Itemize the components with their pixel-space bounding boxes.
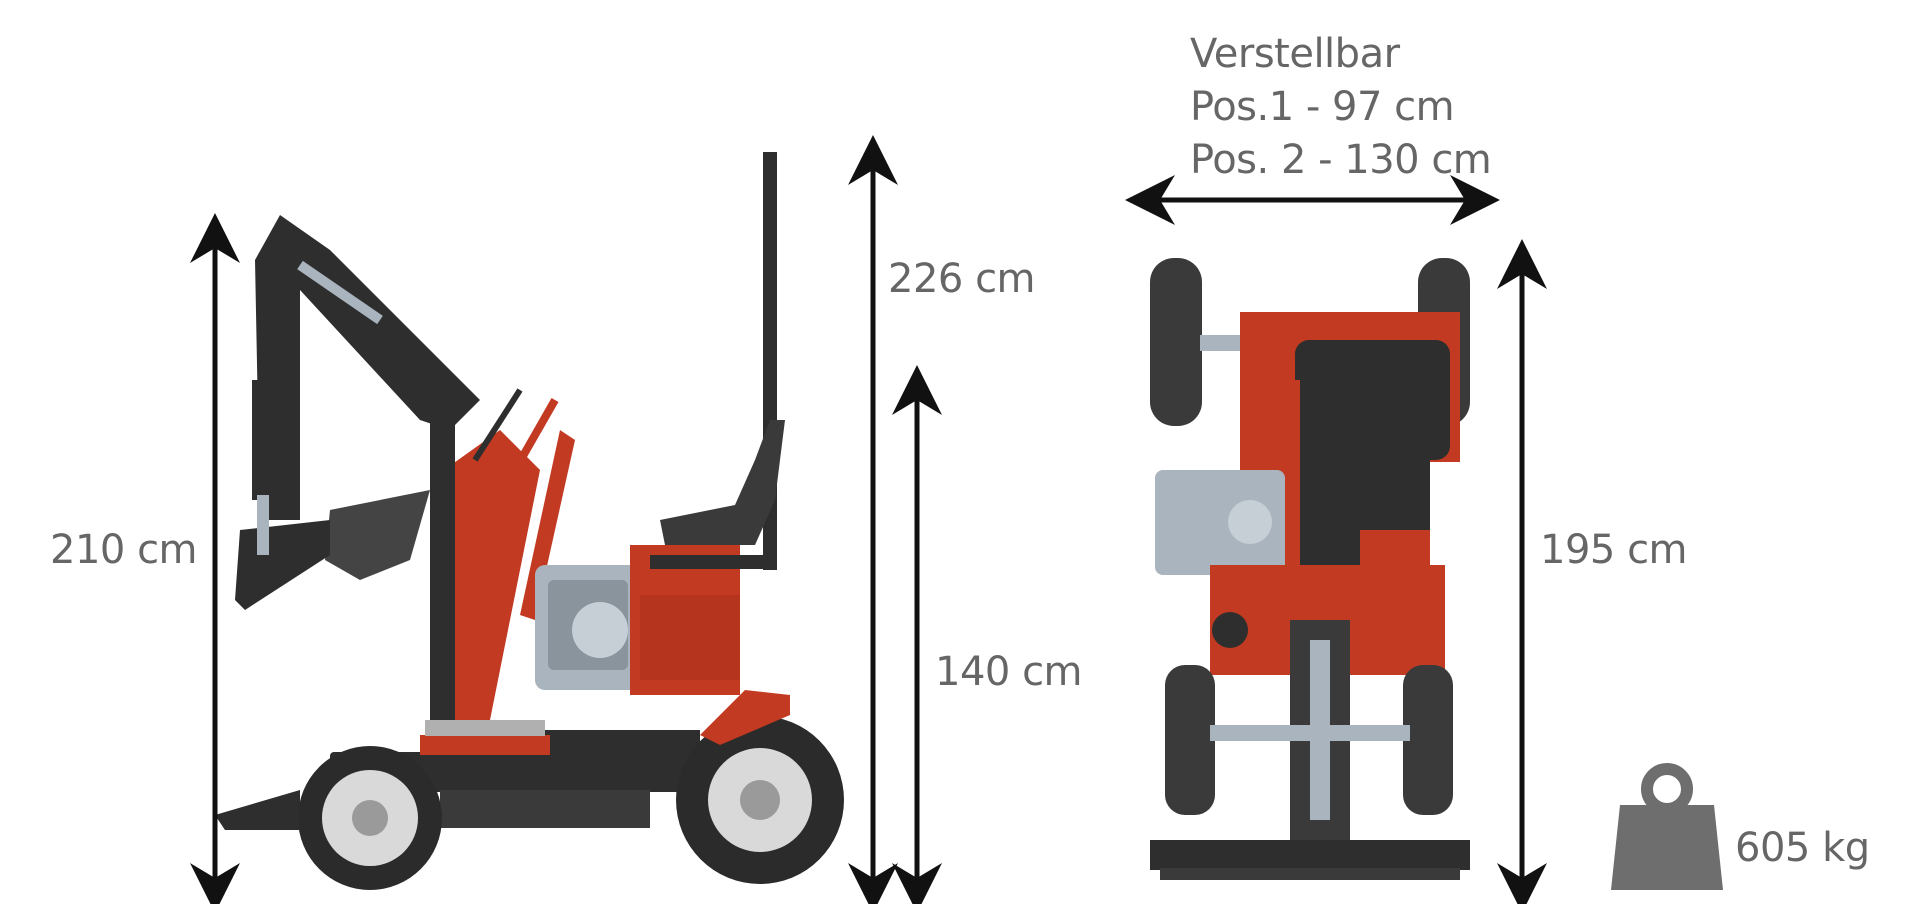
adjustable-width-note: Verstellbar Pos.1 - 97 cm Pos. 2 - 130 c… [1190,28,1492,187]
label-length: 195 cm [1540,527,1688,573]
label-weight: 605 kg [1735,825,1870,871]
dimension-arrows [190,135,1547,908]
adjustable-pos2: Pos. 2 - 130 cm [1190,137,1492,183]
top-view-machine [1150,258,1470,880]
weight-icon [1611,763,1723,890]
label-height-seat: 140 cm [935,649,1083,695]
side-view-machine [215,152,844,890]
adjustable-title: Verstellbar [1190,31,1400,77]
label-height-arm: 210 cm [50,527,198,573]
adjustable-pos1: Pos.1 - 97 cm [1190,84,1455,130]
label-height-total: 226 cm [888,256,1036,302]
